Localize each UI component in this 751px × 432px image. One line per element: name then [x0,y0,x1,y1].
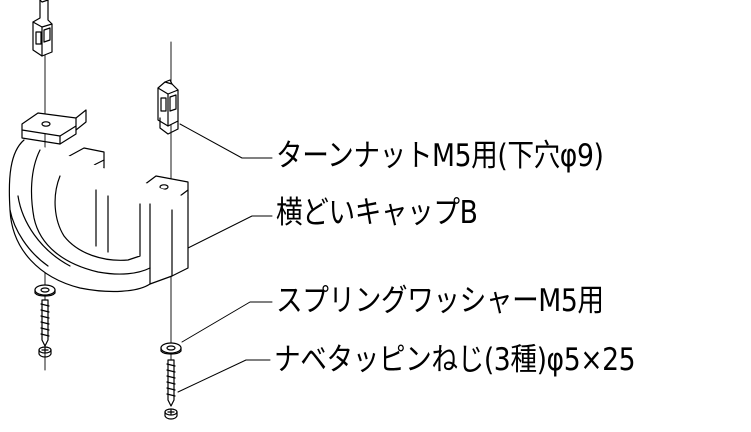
spring-washer-left [34,284,56,297]
gutter-cap-b [8,109,189,293]
turn-nut-right [157,79,179,135]
turn-nut-left [32,0,53,57]
spring-washer-right [160,342,182,355]
tapping-screw-left [38,299,52,358]
leader-line-spring-washer [181,301,273,343]
leader-line-turn-nut [179,123,273,159]
leader-lines [177,123,273,393]
leader-line-gutter-cap [187,215,273,249]
spring-washer-label: スプリングワッシャーM5用 [276,283,604,319]
tapping-screw-right [164,359,178,420]
leader-line-screw [177,359,271,393]
tapping-screw-label: ナベタッピンねじ(3種)φ5×25 [274,342,636,378]
turn-nut-label: ターンナットM5用(下穴φ9) [276,138,604,174]
gutter-cap-label: 横どいキャップB [276,195,478,231]
